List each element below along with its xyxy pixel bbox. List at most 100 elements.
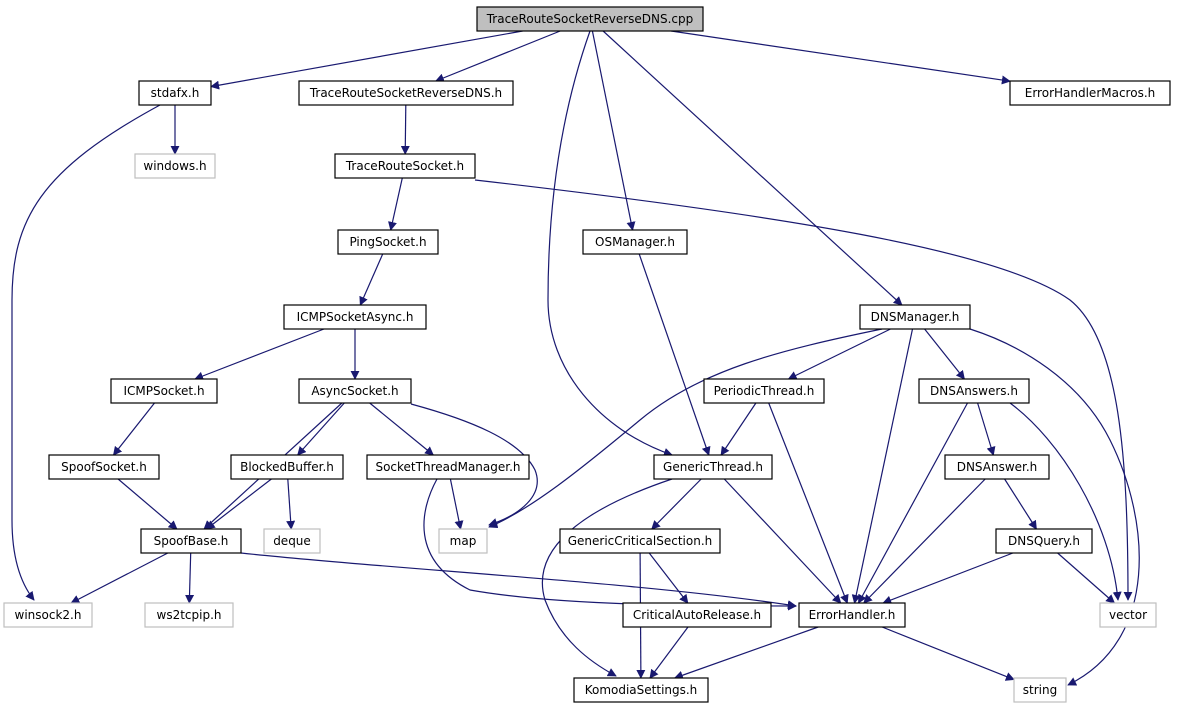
edge-spoofbase-to-eh [240, 552, 797, 610]
node-box [134, 153, 216, 179]
node-stm[interactable]: SocketThreadManager.h [366, 454, 530, 480]
node-string: string [1013, 677, 1067, 703]
node-periodic[interactable]: PeriodicThread.h [703, 378, 825, 404]
node-label: vector [1109, 608, 1147, 622]
edge-trsrdns-to-trsock [400, 104, 410, 155]
node-label: AsyncSocket.h [311, 384, 398, 398]
node-gcs[interactable]: GenericCriticalSection.h [559, 528, 721, 554]
edge-trsock-to-ping [388, 177, 403, 231]
node-box [703, 378, 825, 404]
edge-line [720, 402, 757, 456]
edge-dnsanswer-to-dnsquery [1004, 478, 1037, 530]
node-label: map [450, 534, 477, 548]
edge-eh-to-string [881, 626, 1015, 681]
edge-dnsm-to-periodic [787, 328, 891, 380]
edge-spoofbase-to-winsock [70, 552, 169, 604]
edge-periodic-to-generic [720, 402, 757, 456]
node-box [573, 677, 709, 703]
edge-generic-to-gcs [651, 478, 702, 530]
edge-line [210, 30, 523, 90]
edge-icmpasync-to-icmp [194, 328, 325, 381]
edge-stdafx-to-winsock [11, 104, 161, 601]
edge-line [602, 30, 903, 306]
node-label: OSManager.h [595, 235, 675, 249]
edge-gcs-to-car [648, 552, 689, 604]
edge-generic-to-komodia [541, 478, 673, 677]
edge-line [369, 402, 434, 456]
node-box [438, 528, 488, 554]
node-label: GenericThread.h [663, 460, 763, 474]
node-blocked[interactable]: BlockedBuffer.h [230, 454, 344, 480]
node-label: SocketThreadManager.h [375, 460, 520, 474]
node-box [798, 602, 906, 628]
node-trsock[interactable]: TraceRouteSocket.h [334, 153, 476, 179]
node-icmpasync[interactable]: ICMPSocketAsync.h [283, 304, 427, 330]
edge-line [882, 552, 1014, 605]
node-dnsquery[interactable]: DNSQuery.h [995, 528, 1093, 554]
node-label: ErrorHandler.h [809, 608, 896, 622]
node-label: SpoofBase.h [154, 534, 229, 548]
edge-spoofbase-to-ws2 [185, 552, 195, 604]
node-box [1013, 677, 1067, 703]
node-label: windows.h [143, 159, 206, 173]
node-box [110, 378, 218, 404]
node-map: map [438, 528, 488, 554]
node-ehmacros[interactable]: ErrorHandlerMacros.h [1009, 80, 1171, 106]
edge-blocked-to-spoofbase [205, 478, 272, 530]
edge-root-to-osm [591, 30, 636, 231]
edge-dnsanswers-to-vector [1009, 402, 1122, 601]
node-ping[interactable]: PingSocket.h [337, 229, 439, 255]
node-box [230, 454, 344, 480]
node-label: deque [273, 534, 311, 548]
node-dnsanswer[interactable]: DNSAnswer.h [944, 454, 1050, 480]
edge-line [400, 104, 410, 155]
edge-line [863, 478, 986, 604]
edges-layer [11, 30, 1140, 686]
edge-generic-to-eh [723, 478, 842, 604]
node-async[interactable]: AsyncSocket.h [298, 378, 412, 404]
edge-line [651, 478, 702, 530]
edge-dnsm-to-map [488, 328, 883, 529]
node-box [283, 304, 427, 330]
node-generic[interactable]: GenericThread.h [653, 454, 773, 480]
edge-line [449, 478, 464, 530]
edge-line [648, 552, 689, 604]
node-label: stdafx.h [151, 86, 200, 100]
edge-trsock-to-vector [474, 179, 1133, 601]
node-komodia[interactable]: KomodiaSettings.h [573, 677, 709, 703]
node-dnsanswers[interactable]: DNSAnswers.h [918, 378, 1030, 404]
edge-line [488, 328, 883, 529]
node-box [140, 528, 242, 554]
node-spoofsock[interactable]: SpoofSocket.h [48, 454, 160, 480]
node-label: PingSocket.h [349, 235, 426, 249]
node-osm[interactable]: OSManager.h [582, 229, 688, 255]
node-dnsm[interactable]: DNSManager.h [859, 304, 971, 330]
node-stdafx[interactable]: stdafx.h [138, 80, 212, 106]
node-label: string [1023, 683, 1057, 697]
node-box [476, 6, 704, 32]
edge-async-to-map [410, 403, 538, 527]
edge-line [1009, 402, 1122, 601]
node-root[interactable]: TraceRouteSocketReverseDNS.cpp [476, 6, 704, 32]
node-box [3, 602, 93, 628]
node-box [298, 378, 412, 404]
node-box [48, 454, 160, 480]
node-spoofbase[interactable]: SpoofBase.h [140, 528, 242, 554]
edge-line [591, 30, 636, 231]
node-car[interactable]: CriticalAutoRelease.h [622, 602, 772, 628]
edge-async-to-blocked [297, 402, 345, 456]
edge-dnsanswers-to-eh [857, 402, 969, 604]
edge-line [1004, 478, 1037, 530]
edge-line [881, 626, 1015, 681]
edge-dnsm-to-eh [851, 328, 914, 604]
node-box [138, 80, 212, 106]
node-box [859, 304, 971, 330]
node-trsrdns[interactable]: TraceRouteSocketReverseDNS.h [298, 80, 514, 106]
edge-spoofsock-to-spoofbase [117, 478, 178, 530]
edge-line [185, 552, 195, 604]
node-label: DNSQuery.h [1008, 534, 1080, 548]
edge-line [388, 177, 403, 231]
node-icmp[interactable]: ICMPSocket.h [110, 378, 218, 404]
node-label: DNSAnswer.h [957, 460, 1038, 474]
node-eh[interactable]: ErrorHandler.h [798, 602, 906, 628]
